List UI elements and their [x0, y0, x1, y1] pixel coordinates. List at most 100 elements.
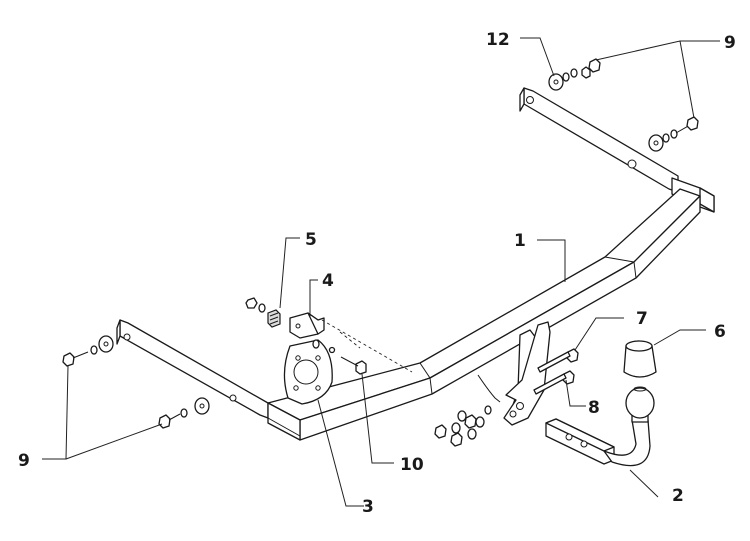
assembly-guide-line [321, 319, 413, 373]
leader-10 [361, 373, 394, 464]
callout-8: 8 [588, 398, 600, 418]
ball-arm-hole-2 [580, 440, 588, 448]
leader-1 [537, 239, 566, 282]
nut-5 [245, 297, 258, 309]
nut-a [434, 424, 447, 439]
angle-bracket-hole [295, 323, 301, 329]
ball-arm-hole-1 [565, 433, 573, 441]
spring-line-3 [269, 320, 279, 325]
angle-bracket-flange [307, 312, 325, 335]
tube-bend-line-left [429, 377, 433, 395]
leader-3 [317, 399, 364, 507]
large-washer-left-1-hole [103, 341, 109, 347]
crossbar-left-end [267, 402, 301, 441]
ball-arm-neck [603, 419, 651, 467]
leader-9-left-a [42, 365, 69, 460]
washer-left-2 [180, 408, 188, 418]
leader-5 [279, 237, 300, 309]
ballmount-plate-front [503, 321, 551, 426]
bolt-left-2-shank [168, 413, 181, 421]
bolt-10-shank [340, 356, 359, 367]
tube-bend-line-right [633, 261, 637, 279]
bolt-8-shank [533, 373, 567, 395]
washer-e [484, 405, 492, 415]
leader-2 [629, 469, 659, 498]
bolt-left-1-shank [72, 351, 89, 359]
callout-6: 6 [714, 322, 726, 342]
bolt-left-2-head [158, 414, 171, 429]
washer-a [451, 422, 461, 434]
right-bracket-nut [627, 159, 637, 169]
washer-nut-group-5 [245, 297, 281, 328]
washer-top-1 [562, 72, 570, 82]
bolts-7-8 [533, 348, 579, 395]
leader-6 [653, 329, 706, 346]
leader-8 [565, 379, 586, 407]
callout-7: 7 [636, 309, 648, 329]
fasteners-left [62, 335, 210, 429]
washer-b [475, 416, 485, 428]
right-bracket-bolt-hole [526, 96, 534, 104]
left-bracket-edge [116, 319, 121, 345]
ball-cover-top [625, 340, 653, 352]
callout-4: 4 [322, 271, 334, 291]
bolt-top-1-head [588, 58, 601, 73]
leader-9-left-b [65, 423, 163, 460]
nut-10 [328, 346, 336, 354]
fasteners-top-right [548, 58, 699, 152]
socket-plate-hole-4 [315, 385, 321, 391]
tube-bend-top-left [419, 362, 431, 379]
ball-cover-rim [623, 371, 657, 378]
callout-10: 10 [400, 455, 424, 475]
leader-9-top-b [679, 40, 695, 119]
nut-b [464, 414, 477, 429]
socket-plate-hole-1 [295, 355, 301, 361]
bolt-top-2-head [686, 116, 699, 131]
washer-top-4 [670, 129, 678, 139]
callout-9-top: 9 [724, 33, 736, 53]
washer-5a [258, 303, 266, 313]
tow-ball [625, 387, 655, 419]
crossbar-tube-front [299, 195, 701, 441]
washer-c [467, 428, 477, 440]
washer-10 [312, 339, 320, 349]
bolt-10-head [355, 360, 367, 375]
bolt-left-1-head [62, 352, 75, 367]
washer-left-1 [90, 345, 98, 355]
large-washer-top-2-hole [653, 140, 659, 146]
left-bracket-hole-upper [123, 333, 131, 341]
large-washer-left-2-hole [199, 403, 205, 409]
callout-numbers: 1 2 3 4 5 6 7 8 9 9 10 12 [18, 30, 736, 517]
left-end-edge [267, 417, 301, 437]
callout-12: 12 [486, 30, 510, 50]
tow-ball-cover [623, 340, 657, 378]
nut-top-1 [581, 66, 591, 79]
right-bracket-edge [519, 87, 525, 112]
ballmount-bolt-hole-2 [509, 410, 517, 418]
socket-plate-hole-3 [293, 385, 299, 391]
large-washer-12-hole [553, 79, 559, 85]
callout-9-left: 9 [18, 451, 30, 471]
left-side-bracket [119, 319, 269, 419]
swan-neck-ball-arm [545, 386, 655, 467]
bolt-10-group [312, 339, 367, 375]
assembly-guide-line-2 [339, 331, 361, 349]
washer-d [457, 410, 467, 422]
leader-9-top-a [595, 40, 720, 61]
callout-5: 5 [305, 230, 317, 250]
leader-lines [42, 37, 720, 507]
washer-top-3 [662, 133, 670, 143]
leader-4 [309, 279, 318, 318]
left-bracket-hole-lower [229, 394, 237, 402]
tow-ball-top [633, 386, 647, 392]
callout-2: 2 [672, 486, 684, 506]
socket-plate-center-hole [293, 359, 319, 385]
callout-3: 3 [362, 497, 374, 517]
socket-plate-hole-2 [315, 355, 321, 361]
crossbar-assembly [116, 87, 715, 441]
nut-c [450, 432, 463, 447]
callout-1: 1 [514, 231, 526, 251]
tube-bend-top-right [604, 256, 635, 263]
